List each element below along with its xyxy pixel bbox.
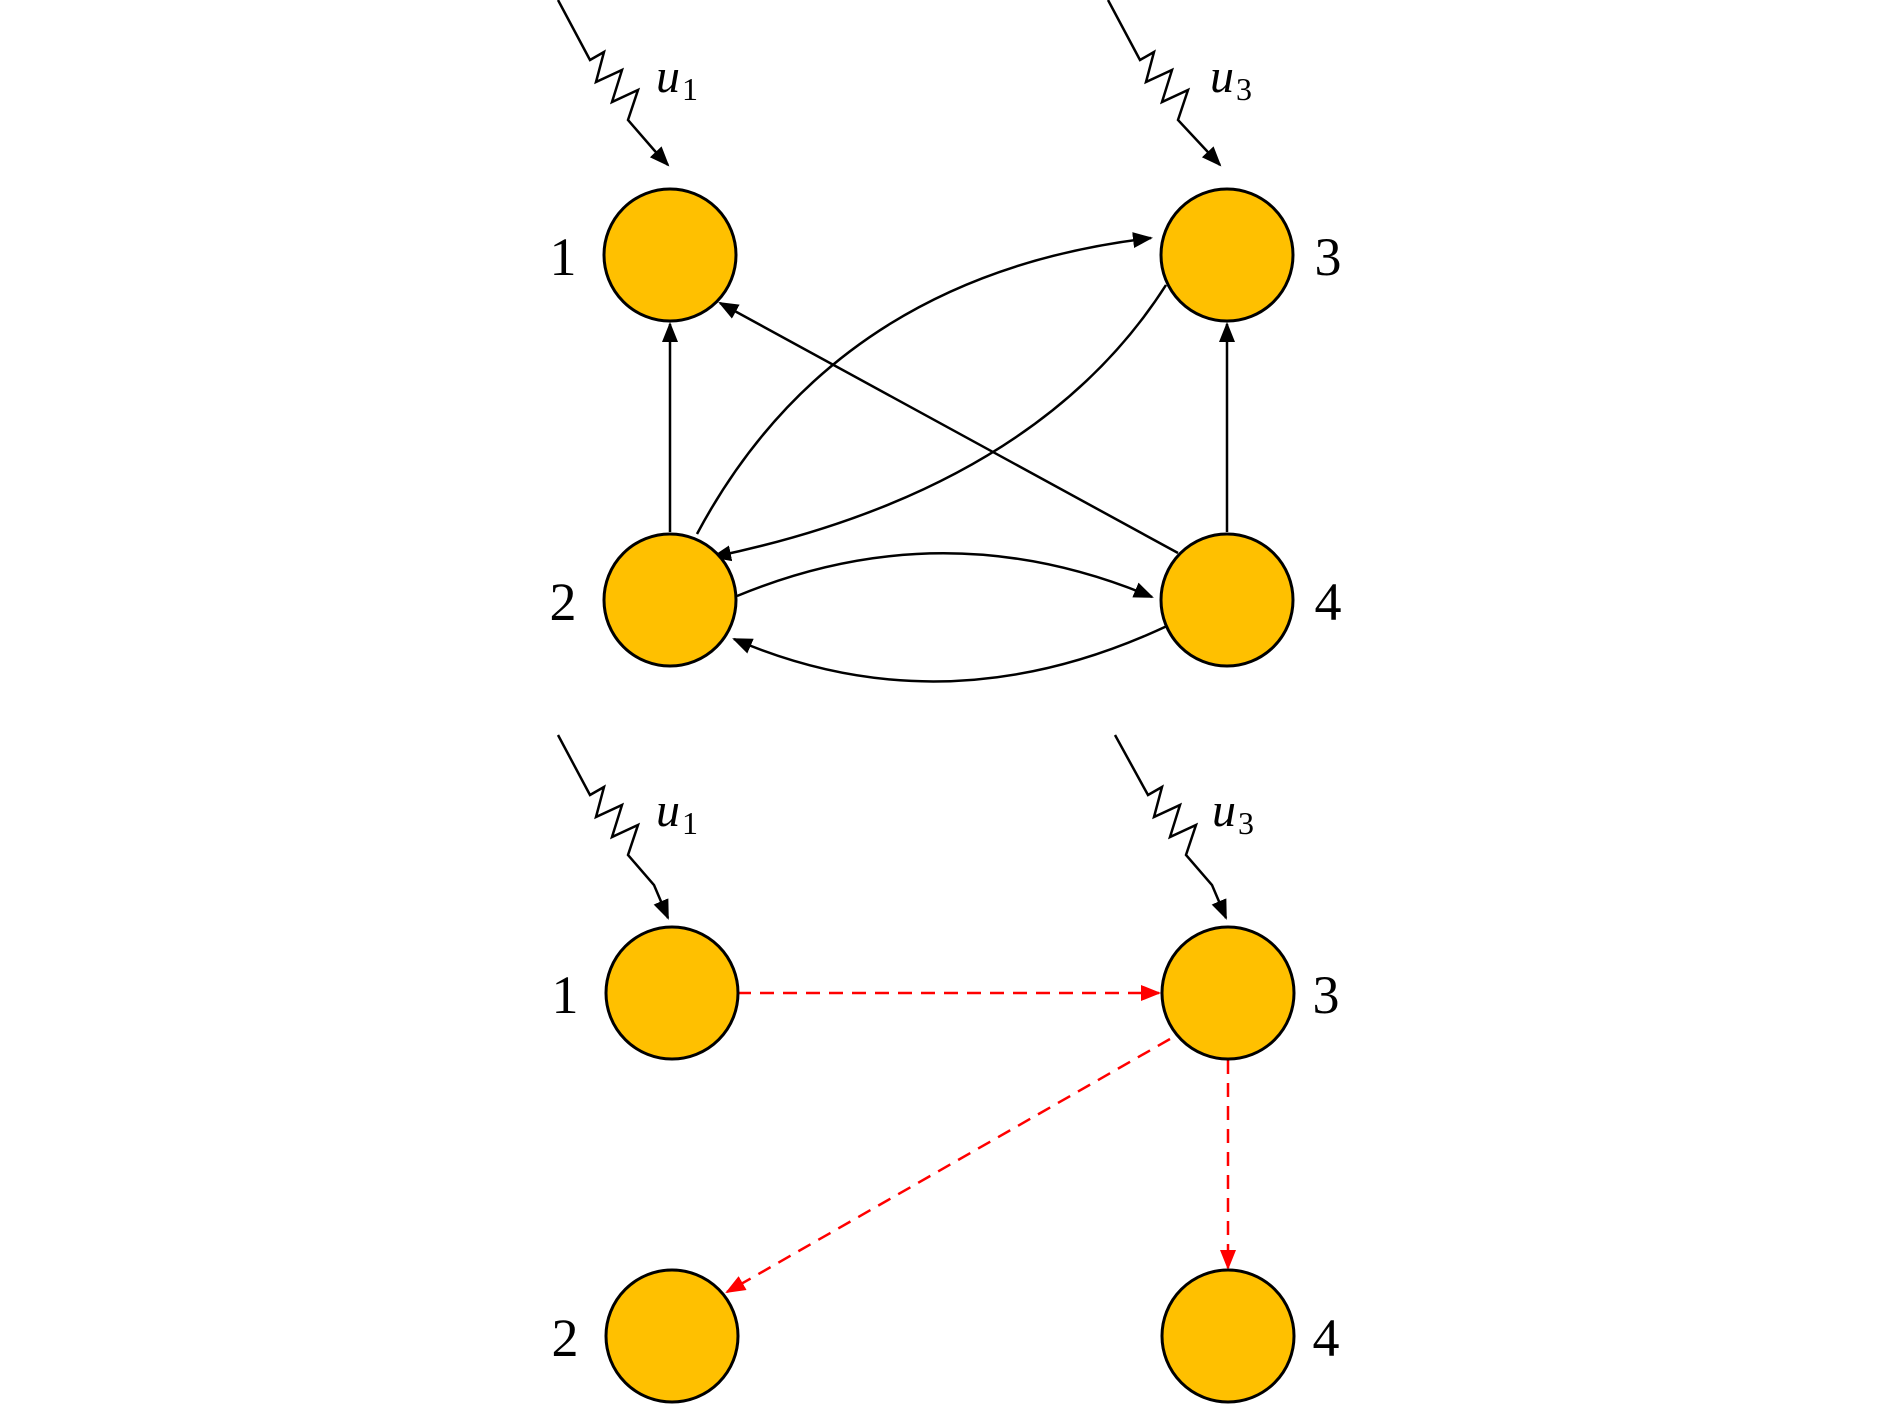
edge-2-to-3 [695, 232, 1153, 535]
input-u3-var: u [1212, 784, 1236, 837]
node-1-label: 1 [552, 965, 579, 1025]
input-u3-signal-line [1106, 0, 1222, 167]
input-u1-bottom: u 1 [556, 734, 698, 920]
input-u3-signal-line [1113, 734, 1228, 920]
input-u1-subscript: 1 [682, 71, 698, 107]
node-3-top: 3 [1159, 187, 1342, 323]
node-4-label: 4 [1315, 572, 1342, 632]
input-u1-top: u 1 [556, 0, 698, 167]
input-u1-signal-line [556, 0, 670, 167]
input-u1-signal-line [556, 734, 670, 920]
edge-3-to-2 [711, 284, 1168, 562]
node-3-bottom: 3 [1160, 925, 1340, 1061]
node-1-bottom: 1 [552, 925, 740, 1061]
edge-4-to-2 [732, 624, 1168, 683]
edge-4-to-1 [718, 301, 1179, 555]
node-2-label: 2 [550, 572, 577, 632]
node-4-top: 4 [1159, 532, 1342, 668]
input-u3-var: u [1210, 50, 1234, 103]
node-1-top: 1 [550, 187, 738, 323]
input-u1-var: u [656, 784, 680, 837]
node-4-label: 4 [1313, 1308, 1340, 1368]
graph-top: u 1 u 3 1 2 3 4 [550, 0, 1342, 683]
input-u3-subscript: 3 [1236, 71, 1252, 107]
input-u3-top: u 3 [1106, 0, 1252, 167]
edge-3-to-2-dashed [725, 1037, 1171, 1294]
input-u3-subscript: 3 [1238, 805, 1254, 841]
node-3-label: 3 [1315, 227, 1342, 287]
node-1-label: 1 [550, 227, 577, 287]
input-u3-bottom: u 3 [1113, 734, 1254, 920]
edge-2-to-4 [736, 552, 1154, 599]
input-u1-subscript: 1 [682, 805, 698, 841]
node-2-label: 2 [552, 1308, 579, 1368]
node-2-top: 2 [550, 532, 738, 668]
node-2-bottom: 2 [552, 1268, 740, 1404]
node-3-label: 3 [1313, 965, 1340, 1025]
graph-bottom: u 1 u 3 1 2 3 4 [552, 734, 1340, 1404]
input-u1-var: u [656, 50, 680, 103]
node-4-bottom: 4 [1160, 1268, 1340, 1404]
